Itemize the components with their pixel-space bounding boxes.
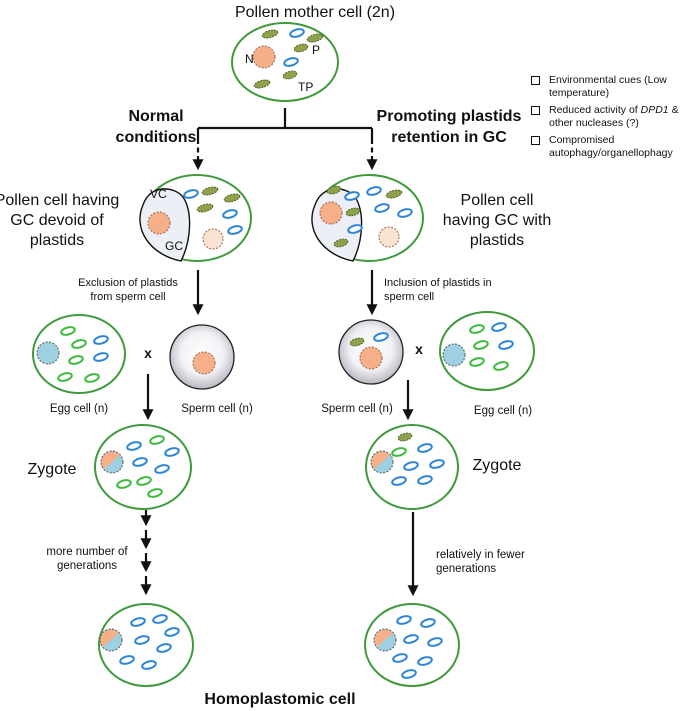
branch-connector [192, 108, 378, 171]
plastid-group [253, 28, 324, 89]
left-sperm-cell [169, 324, 235, 390]
pollen-mother-cell: N P TP [231, 22, 339, 102]
nucleus-label: N [245, 52, 254, 66]
right-sperm-label: Sperm cell (n) [321, 403, 393, 415]
plastid-group [349, 332, 389, 347]
hybrid-nucleus [373, 628, 397, 652]
checkbox-icon [531, 136, 540, 145]
plastid-group [391, 432, 445, 486]
left-egg-label: Egg cell (n) [50, 403, 108, 415]
legend-item-text: Reduced activity of DPD1 & other nucleas… [549, 104, 679, 129]
egg-nucleus [36, 341, 60, 365]
generative-nucleus [378, 226, 400, 248]
legend-item-text: Environmental cues (Low temperature) [549, 74, 667, 99]
right-zygote-label: Zygote [473, 457, 522, 474]
vc-label: VC [150, 187, 167, 201]
plastid-label: P [312, 43, 320, 57]
plastid-group [119, 614, 180, 670]
transformed-plastid-label: TP [298, 80, 313, 94]
sperm-nucleus [359, 346, 383, 370]
vegetative-nucleus [147, 211, 171, 235]
hybrid-nucleus [99, 628, 123, 652]
legend-item-autophagy: Compromised autophagy/organellophagy [531, 134, 681, 159]
left-homoplastomic-cell [98, 603, 194, 687]
left-zygote-label: Zygote [28, 461, 77, 478]
left-egg-cell [32, 314, 126, 394]
gc-label: GC [165, 239, 183, 253]
plastid-group [183, 186, 243, 235]
left-pollen-cell: VC GC [139, 174, 252, 262]
right-egg-label: Egg cell (n) [474, 405, 532, 417]
plastid-group [116, 435, 180, 498]
hybrid-nucleus [370, 450, 394, 474]
checkbox-icon [531, 76, 540, 85]
egg-nucleus [442, 343, 466, 367]
left-sperm-label: Sperm cell (n) [181, 403, 253, 415]
right-pollen-cell [311, 174, 424, 262]
left-zygote [94, 424, 192, 510]
plastid-group [469, 322, 514, 371]
nucleus [252, 45, 276, 69]
hybrid-nucleus [100, 450, 124, 474]
homoplastomic-label: Homoplastomic cell [204, 691, 355, 708]
factors-legend: Environmental cues (Low temperature) Red… [531, 74, 681, 164]
legend-item-environmental: Environmental cues (Low temperature) [531, 74, 681, 99]
right-homoplastomic-cell [364, 603, 460, 687]
legend-item-nucleases: Reduced activity of DPD1 & other nucleas… [531, 104, 681, 129]
sperm-nucleus [192, 351, 216, 375]
plastid-group [392, 615, 443, 679]
left-cross-symbol: x [144, 345, 152, 361]
right-sperm-cell [338, 319, 404, 385]
pollen-mother-title: Pollen mother cell (2n) [235, 4, 395, 21]
right-zygote [365, 424, 459, 510]
checkbox-icon [531, 106, 540, 115]
right-cross-symbol: x [415, 341, 423, 357]
vegetative-nucleus [319, 201, 343, 225]
plastid-group [326, 185, 413, 248]
generative-nucleus [202, 228, 224, 250]
legend-item-text: Compromised autophagy/organellophagy [549, 134, 673, 159]
plastid-group [57, 326, 109, 383]
right-egg-cell [439, 311, 535, 391]
